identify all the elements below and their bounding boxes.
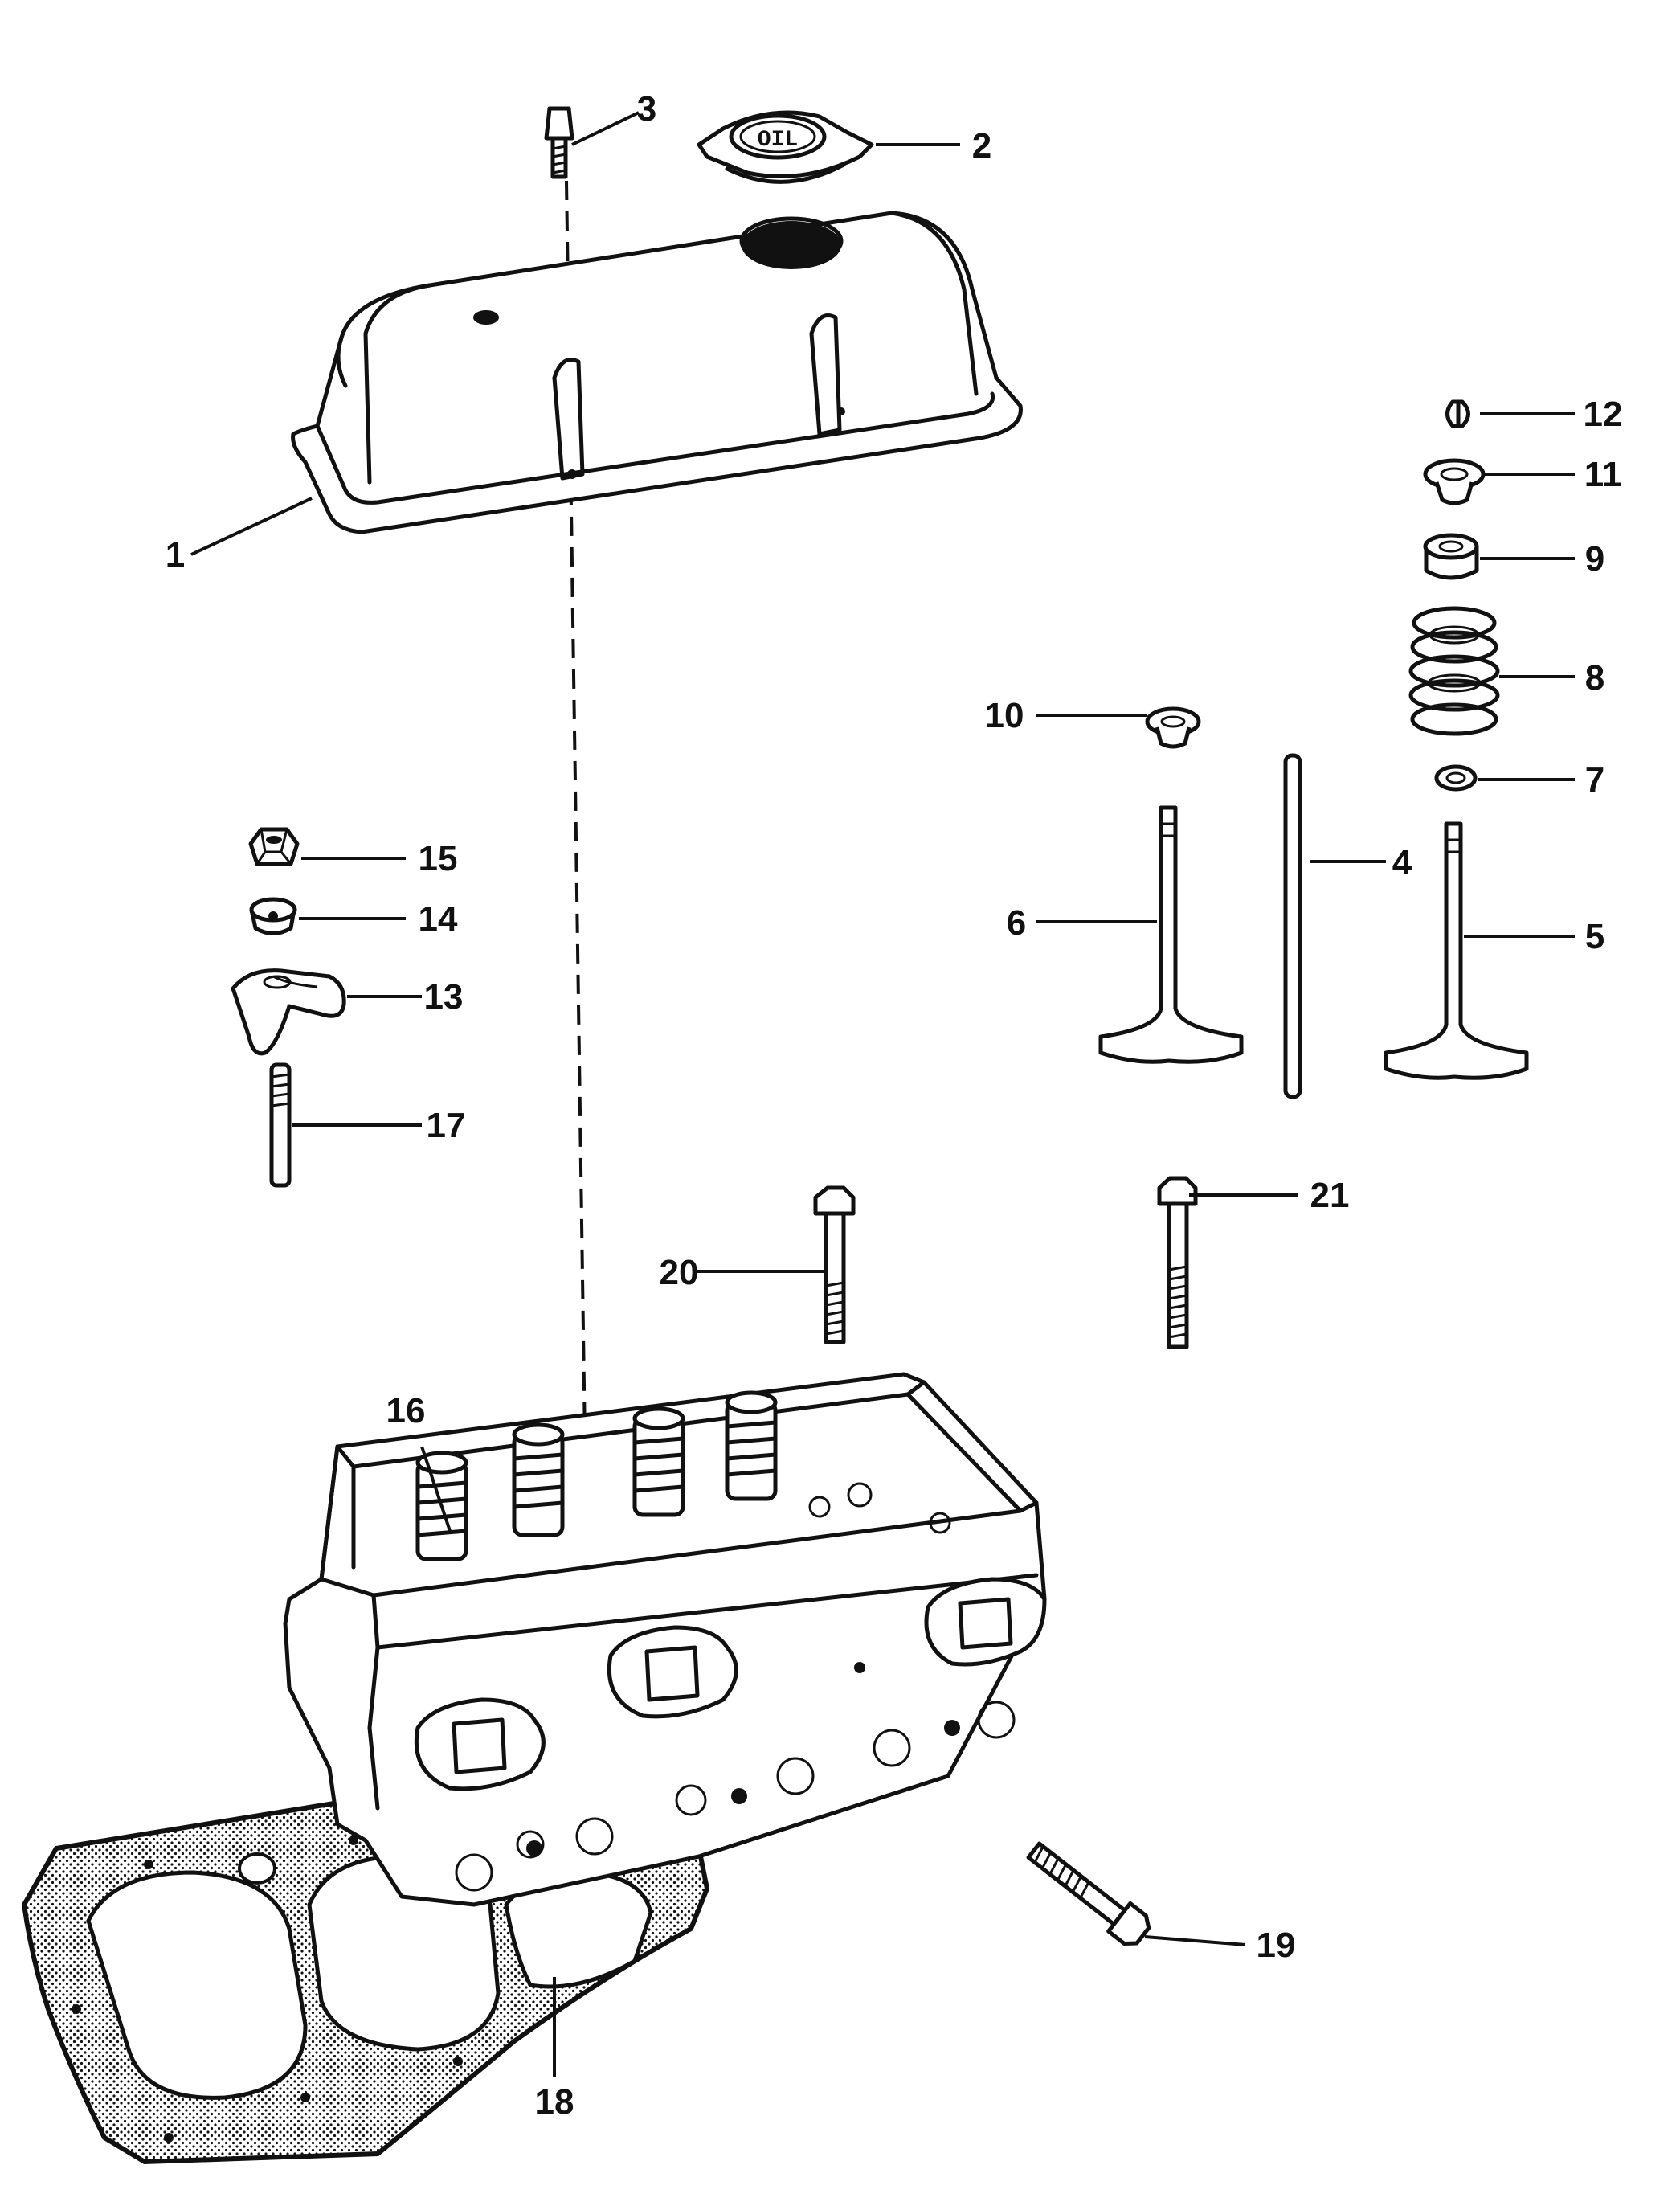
valve-spring	[1408, 606, 1500, 736]
rocker-ball	[249, 897, 297, 935]
spring-cap	[1423, 458, 1486, 505]
rocker-stud	[269, 1062, 292, 1188]
pushrod	[1283, 753, 1302, 1099]
callout-17: 17	[427, 1106, 466, 1145]
callout-5: 5	[1585, 917, 1604, 956]
rocker-nut	[248, 827, 300, 866]
valve-shim	[1434, 764, 1478, 792]
head-bolt-long	[1157, 1176, 1198, 1349]
callout-1: 1	[166, 535, 185, 575]
callout-4: 4	[1392, 843, 1412, 882]
callout-9: 9	[1585, 539, 1604, 579]
valve-right	[1384, 821, 1529, 1080]
callout-12: 12	[1584, 395, 1623, 434]
oil-filler-cap: OIL	[697, 110, 874, 184]
valve-locks	[1445, 399, 1470, 428]
valve-cap-left	[1145, 706, 1201, 749]
callout-8: 8	[1585, 658, 1604, 698]
valve-cover	[291, 211, 1023, 534]
callout-11: 11	[1584, 455, 1622, 494]
callout-21: 21	[1310, 1176, 1350, 1215]
callout-19: 19	[1257, 1926, 1296, 1965]
callout-3: 3	[637, 89, 656, 129]
callout-18: 18	[535, 2082, 574, 2122]
callout-labels: 1 2 3 4 5 6 7 8 9 10 11 12 13 14 15 16 1…	[166, 89, 1623, 2122]
cylinder-head	[283, 1372, 1047, 1907]
callout-13: 13	[424, 977, 464, 1017]
head-bolt-short	[813, 1185, 856, 1344]
callout-6: 6	[1007, 903, 1026, 943]
leader-lines	[190, 111, 1575, 2077]
callout-2: 2	[972, 126, 991, 166]
callout-7: 7	[1585, 760, 1604, 800]
callout-14: 14	[419, 899, 458, 939]
callout-10: 10	[985, 696, 1024, 735]
cover-bolt	[544, 106, 574, 179]
valve-oil-seal	[1423, 533, 1479, 580]
callout-16: 16	[386, 1391, 426, 1430]
oil-cap-label: OIL	[758, 128, 798, 153]
callout-15: 15	[419, 839, 458, 878]
valve-left	[1098, 805, 1244, 1064]
rocker-arm	[231, 968, 346, 1056]
callout-20: 20	[660, 1253, 699, 1292]
head-bolt-angled	[1026, 1841, 1151, 1946]
